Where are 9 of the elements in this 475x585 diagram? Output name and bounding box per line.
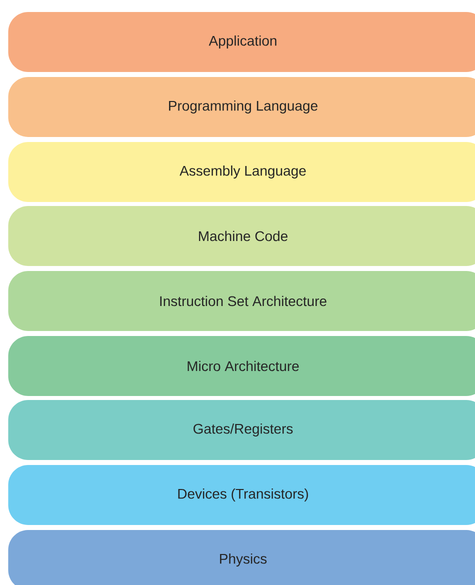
layer-box: Application — [8, 12, 475, 72]
layer-box: Machine Code — [8, 206, 475, 266]
layer-box: Assembly Language — [8, 142, 475, 202]
layer-box: Physics — [8, 530, 475, 585]
layer-box: Devices (Transistors) — [8, 465, 475, 525]
layer-box: Gates/Registers — [8, 400, 475, 460]
layer-box: Instruction Set Architecture — [8, 271, 475, 331]
layer-box: Micro Architecture — [8, 336, 475, 396]
layer-box: Programming Language — [8, 77, 475, 137]
